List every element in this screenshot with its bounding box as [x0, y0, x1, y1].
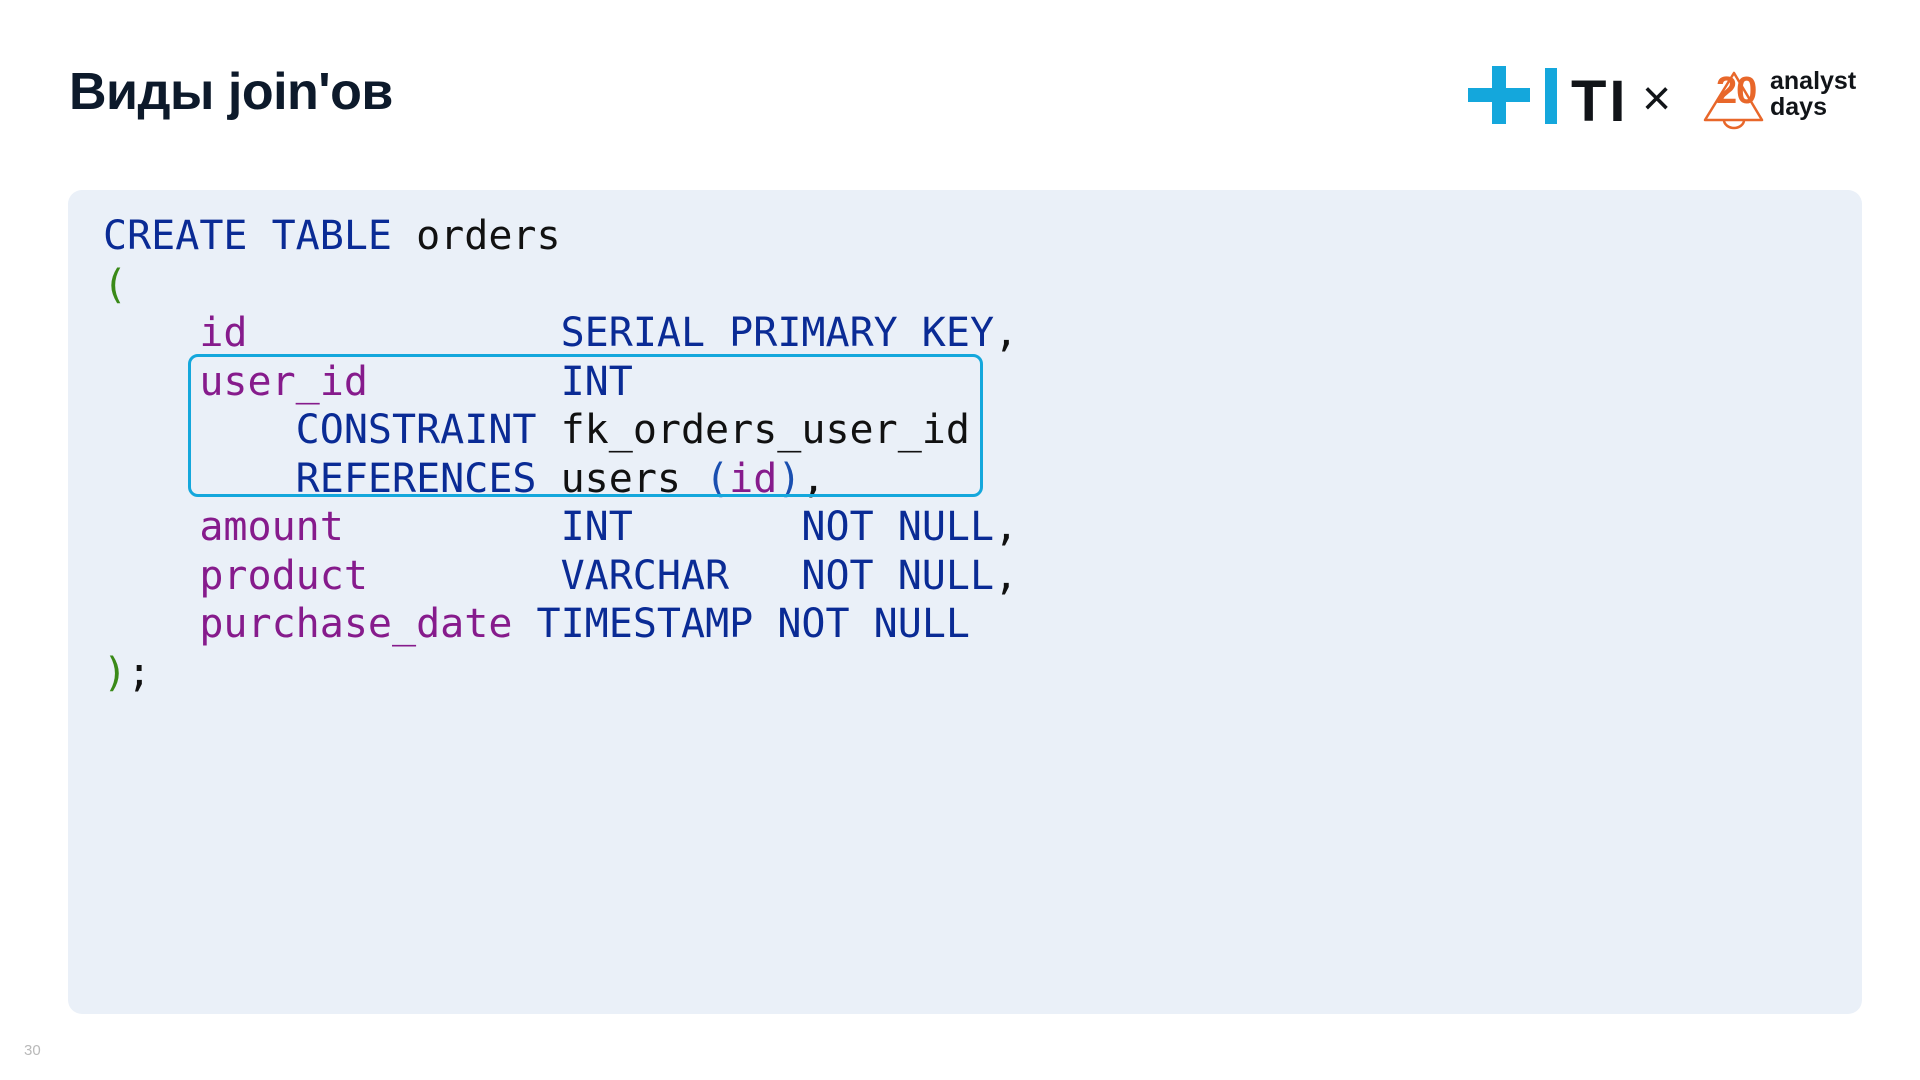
code-token-kw: CREATE TABLE — [103, 213, 392, 259]
code-token-kw: INT — [560, 358, 633, 405]
code-token-fkparen: ( — [705, 455, 730, 502]
ti-logo-text: TI — [1571, 69, 1629, 134]
code-token-plain — [103, 310, 199, 356]
code-token-col: purchase_date — [199, 601, 513, 647]
code-token-col: id — [729, 455, 778, 502]
code-token-col: amount — [199, 504, 344, 550]
code-token-plain — [248, 310, 561, 356]
code-token-kw: INT — [560, 504, 633, 550]
code-token-plain — [512, 601, 536, 647]
code-line: REFERENCES users (id), — [103, 455, 1018, 504]
times-icon: × — [1642, 70, 1672, 126]
code-token-kw: NOT NULL — [801, 504, 995, 550]
code-line: CONSTRAINT fk_orders_user_id — [103, 406, 1018, 455]
code-token-plain — [753, 601, 777, 647]
foreign-key-highlight — [188, 354, 983, 497]
code-token-plain — [729, 553, 801, 599]
code-token-col: product — [199, 552, 368, 599]
code-token-plain: users — [536, 455, 706, 502]
analyst-days-word-1: analyst — [1770, 67, 1857, 95]
code-token-plain: , — [994, 552, 1019, 599]
code-token-col: id — [199, 310, 248, 356]
analyst-days-number: 20 — [1716, 70, 1757, 112]
code-token-kw: CONSTRAINT — [295, 407, 537, 453]
code-token-kw: NOT NULL — [777, 601, 970, 647]
partner-logo: TI × 20 analyst days — [1468, 66, 1868, 134]
code-token-col: user_id — [199, 358, 368, 405]
code-line: id SERIAL PRIMARY KEY, — [103, 309, 1018, 358]
code-token-plain — [368, 553, 561, 599]
code-token-paren: ( — [103, 261, 128, 308]
analyst-days-word-2: days — [1770, 93, 1827, 121]
code-token-plain: , — [994, 310, 1019, 356]
code-line: CREATE TABLE orders — [103, 212, 1018, 261]
code-token-plain — [103, 601, 199, 647]
slide-title: Виды join'ов — [69, 63, 393, 121]
code-line: ); — [103, 649, 1018, 698]
code-token-fkparen: ) — [777, 455, 802, 502]
code-token-plain — [633, 504, 802, 550]
code-token-plain: , — [801, 455, 826, 502]
code-token-plain — [344, 504, 561, 550]
code-token-kw: VARCHAR — [560, 552, 730, 599]
sql-code-block: CREATE TABLE orders( id SERIAL PRIMARY K… — [103, 212, 1018, 697]
code-token-kw: SERIAL PRIMARY KEY — [560, 310, 995, 356]
code-token-plain — [103, 359, 199, 405]
code-token-plain: orders — [391, 213, 561, 259]
code-panel: CREATE TABLE orders( id SERIAL PRIMARY K… — [68, 190, 1862, 1014]
code-line: purchase_date TIMESTAMP NOT NULL — [103, 600, 1018, 649]
page-number: 30 — [24, 1042, 41, 1059]
code-token-kw: TIMESTAMP — [536, 601, 754, 647]
code-token-kw: REFERENCES — [295, 455, 537, 502]
code-token-plain: fk_orders_user_id — [536, 407, 970, 453]
tbank-plus-icon — [1468, 66, 1764, 130]
code-token-plain — [103, 553, 199, 599]
code-line: user_id INT — [103, 358, 1018, 407]
code-token-plain: , — [994, 504, 1019, 550]
code-token-plain — [103, 504, 199, 550]
code-line: ( — [103, 261, 1018, 310]
code-token-paren: ) — [103, 649, 128, 696]
code-token-plain: ; — [127, 649, 152, 696]
code-line: amount INT NOT NULL, — [103, 503, 1018, 552]
code-line: product VARCHAR NOT NULL, — [103, 552, 1018, 601]
code-token-kw: NOT NULL — [801, 552, 995, 599]
